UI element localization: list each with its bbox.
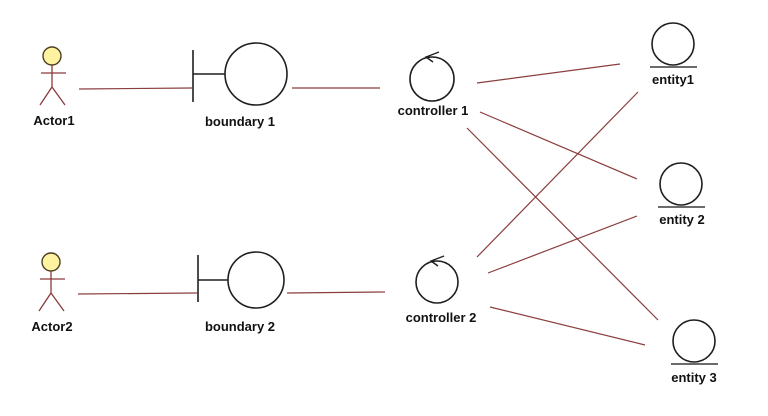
edge-controller1-entity1[interactable] xyxy=(476,63,621,84)
controller-circle xyxy=(415,260,459,304)
controller-arrow-icon xyxy=(429,255,445,267)
boundary-circle xyxy=(224,42,288,106)
controller-arrow-icon xyxy=(424,51,440,63)
entity-circle xyxy=(659,162,703,206)
boundary1-label: boundary 1 xyxy=(205,114,275,129)
boundary2-label: boundary 2 xyxy=(205,319,275,334)
entity1-node[interactable]: entity1 xyxy=(650,22,697,87)
actor1-label: Actor1 xyxy=(33,113,74,128)
controller2-label: controller 2 xyxy=(406,310,477,325)
boundary-circle xyxy=(227,251,285,309)
entity1-label: entity1 xyxy=(652,72,694,87)
edge-actor2-boundary2[interactable] xyxy=(77,292,198,295)
boundary2-node[interactable]: boundary 2 xyxy=(197,251,285,334)
controller1-label: controller 1 xyxy=(398,103,469,118)
actor-left-leg xyxy=(39,86,53,106)
edge-controller1-entity3[interactable] xyxy=(466,127,659,321)
actor-right-leg xyxy=(50,292,65,312)
edge-controller2-entity2[interactable] xyxy=(487,215,638,274)
edge-controller2-entity3[interactable] xyxy=(489,306,646,346)
entity2-node[interactable]: entity 2 xyxy=(658,162,705,227)
entity3-node[interactable]: entity 3 xyxy=(671,319,718,385)
entity-circle xyxy=(672,319,716,363)
actor2-label: Actor2 xyxy=(31,319,72,334)
boundary1-node[interactable]: boundary 1 xyxy=(192,42,288,129)
actor-head xyxy=(42,46,62,66)
actor-right-leg xyxy=(51,86,66,106)
controller-circle xyxy=(409,56,455,102)
entity-circle xyxy=(651,22,695,66)
entity2-label: entity 2 xyxy=(659,212,705,227)
entity3-label: entity 3 xyxy=(671,370,717,385)
edge-boundary2-controller2[interactable] xyxy=(286,291,386,294)
controller2-node[interactable]: controller 2 xyxy=(406,255,477,325)
actor-head xyxy=(41,252,61,272)
edge-controller2-entity1[interactable] xyxy=(476,91,639,258)
edge-actor1-boundary1[interactable] xyxy=(78,87,193,90)
actor2-node[interactable]: Actor2 xyxy=(31,252,73,334)
controller1-node[interactable]: controller 1 xyxy=(398,51,469,118)
actor1-node[interactable]: Actor1 xyxy=(33,46,75,128)
edge-controller1-entity2[interactable] xyxy=(479,111,638,180)
actor-left-leg xyxy=(38,292,52,312)
